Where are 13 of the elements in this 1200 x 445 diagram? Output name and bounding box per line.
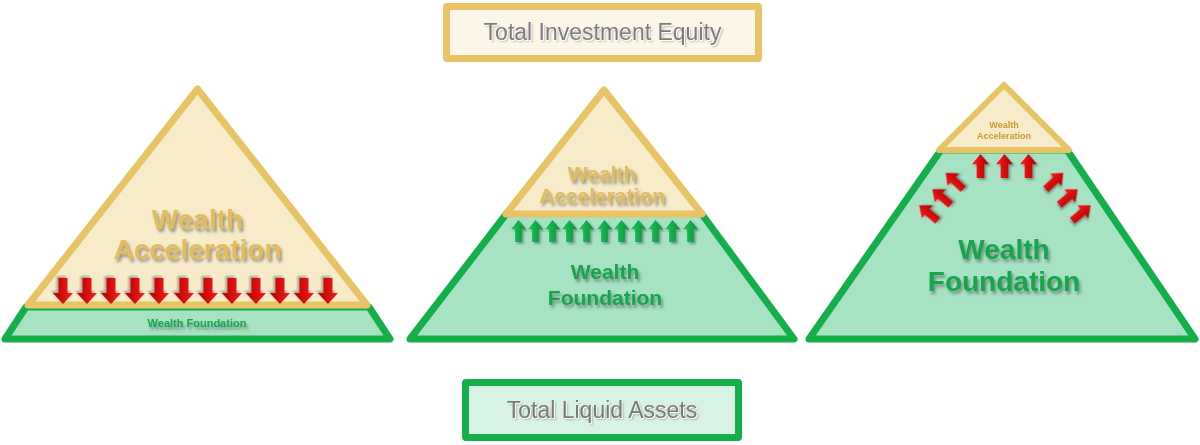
segment-label: Wealth Foundation <box>547 260 663 309</box>
box-label: Total Investment Equity <box>483 19 722 46</box>
box-label: Total Liquid Assets <box>506 396 698 424</box>
pyramid-top-triangle <box>502 85 706 218</box>
category-box <box>462 379 742 441</box>
segment-label: Wealth Foundation <box>147 317 247 329</box>
segment-label: Wealth Foundation <box>927 234 1081 297</box>
pyramid-base-band <box>1 303 394 343</box>
pyramid-top-triangle <box>935 80 1073 154</box>
segment-label: Wealth Acceleration <box>977 120 1031 141</box>
category-box <box>443 3 762 62</box>
segment-label: Wealth Acceleration <box>113 204 282 265</box>
segment-label: Wealth Acceleration <box>538 162 666 207</box>
